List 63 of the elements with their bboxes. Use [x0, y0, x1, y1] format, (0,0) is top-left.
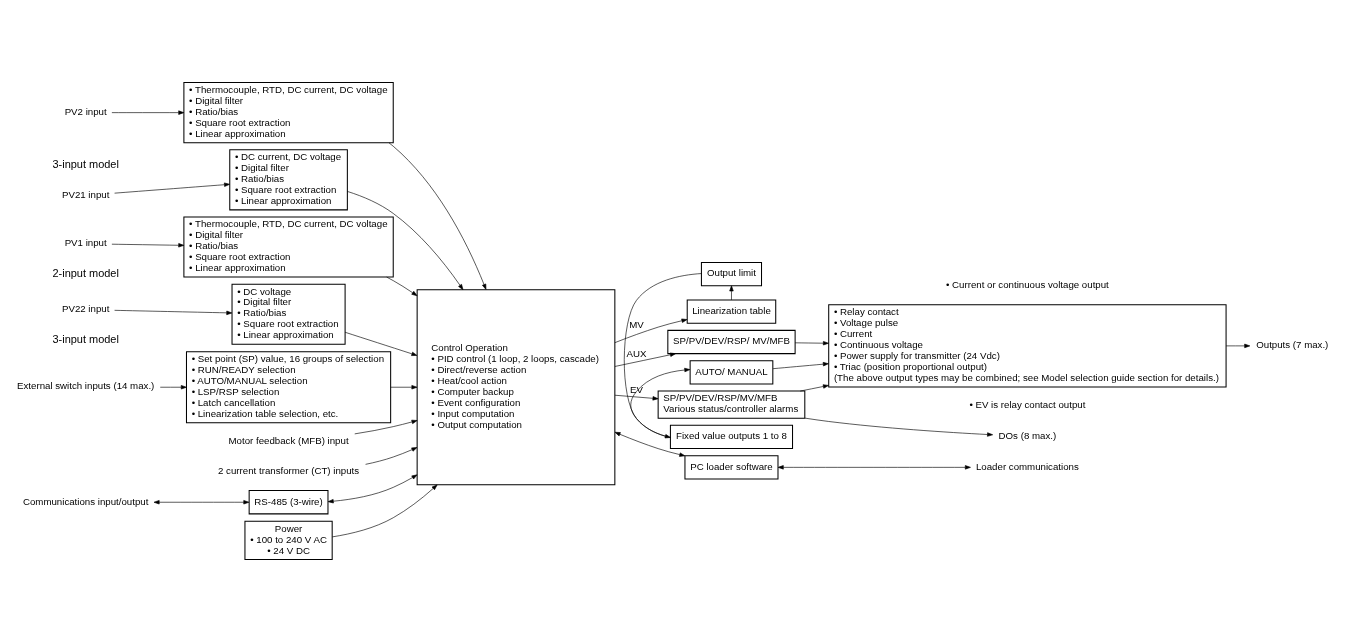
node-text: PV22 input — [61, 302, 110, 314]
node-text: 2 current transformer (CT) inputs — [218, 464, 360, 476]
node-box: AUTO/ MANUAL — [689, 359, 774, 384]
arrow — [623, 272, 702, 438]
arrow — [390, 384, 418, 389]
edge-label: AUX — [626, 347, 647, 359]
node-box: • DC voltage • Digital filter • Ratio/bias • Square root extraction • Linear approximation — [231, 283, 346, 345]
node-text: PV1 input — [64, 236, 107, 248]
arrow — [114, 182, 230, 193]
node-box: PC loader software — [684, 454, 779, 479]
arrow — [159, 384, 187, 389]
node-text: PV21 input — [61, 188, 110, 200]
node-box: Fixed value outputs 1 to 8 — [669, 424, 794, 449]
node-text: Outputs (7 max.) — [1256, 338, 1329, 350]
edge-label: EV — [630, 383, 643, 395]
node-box: • Thermocouple, RTD, DC current, DC voltage • Digital filter • Ratio/bias • Square root extraction • Linear approximation — [183, 81, 394, 143]
arrow — [347, 190, 464, 290]
node-box: • Set point (SP) value, 16 groups of selection • RUN/READY selection • AUTO/MANUAL selection • LSP/RSP selection • Latch cancellation • Linearization table selection, etc. — [185, 350, 392, 423]
arrow — [614, 318, 688, 343]
node-box: SP/PV/DEV/RSP/ MV/MFB — [667, 329, 796, 354]
label: 3-input model — [52, 157, 119, 170]
arrow — [729, 285, 734, 300]
arrow — [111, 110, 185, 115]
node-box: Power • 100 to 240 V AC • 24 V DC — [244, 520, 333, 560]
arrow — [1225, 343, 1251, 348]
arrow — [794, 340, 829, 345]
label: • EV is relay contact output — [969, 398, 1086, 410]
node-text: External switch inputs (14 max.) — [17, 379, 155, 391]
arrow — [630, 367, 691, 438]
node-box: Linearization table — [686, 299, 777, 324]
arrow — [153, 499, 250, 504]
arrow — [614, 431, 686, 457]
node-box: Output limit — [700, 261, 763, 286]
node-text: DOs (8 max.) — [998, 429, 1057, 441]
arrow — [804, 417, 993, 437]
node-box: • DC current, DC voltage • Digital filter • Ratio/bias • Square root extraction • Linear approximation — [229, 148, 348, 210]
node-text: Motor feedback (MFB) input — [228, 434, 349, 446]
edge-label: MV — [629, 318, 644, 330]
arrow — [772, 361, 829, 369]
arrow — [354, 419, 418, 434]
node-text: Communications input/output — [22, 495, 149, 506]
label: • Current or continuous voltage output — [945, 278, 1109, 290]
node-text: Loader communications — [975, 460, 1079, 472]
arrow — [799, 383, 829, 391]
arrow — [111, 242, 185, 247]
arrow — [344, 331, 418, 356]
arrow — [114, 309, 233, 315]
label: 3-input model — [52, 332, 119, 345]
node-box: RS-485 (3-wire) — [248, 489, 329, 514]
arrow — [777, 464, 971, 469]
arrow — [331, 484, 438, 537]
arrow — [614, 394, 659, 400]
arrow — [386, 276, 418, 296]
arrow — [388, 142, 487, 290]
node-text: PV2 input — [64, 105, 107, 117]
label: 2-input model — [52, 266, 119, 279]
node-box: • Thermocouple, RTD, DC current, DC voltage • Digital filter • Ratio/bias • Square root extraction • Linear approximation — [183, 215, 394, 278]
node-box: Control Operation • PID control (1 loop, 2 loops, cascade) • Direct/reverse action • Heat/cool action • Computer backup • Event configuration • Input computation • Output computation — [416, 288, 616, 485]
arrow — [365, 446, 418, 465]
node-box: SP/PV/DEV/RSP/MV/MFB Various status/controller alarms — [657, 390, 806, 419]
node-box: • Relay contact • Voltage pulse • Current • Continuous voltage • Power supply for transmitter (24 Vdc) • Triac (position proportional output) (The above output types may be combined; see Model selection guide section for details.) — [828, 303, 1227, 387]
arrow — [327, 474, 418, 503]
arrow — [614, 352, 676, 367]
